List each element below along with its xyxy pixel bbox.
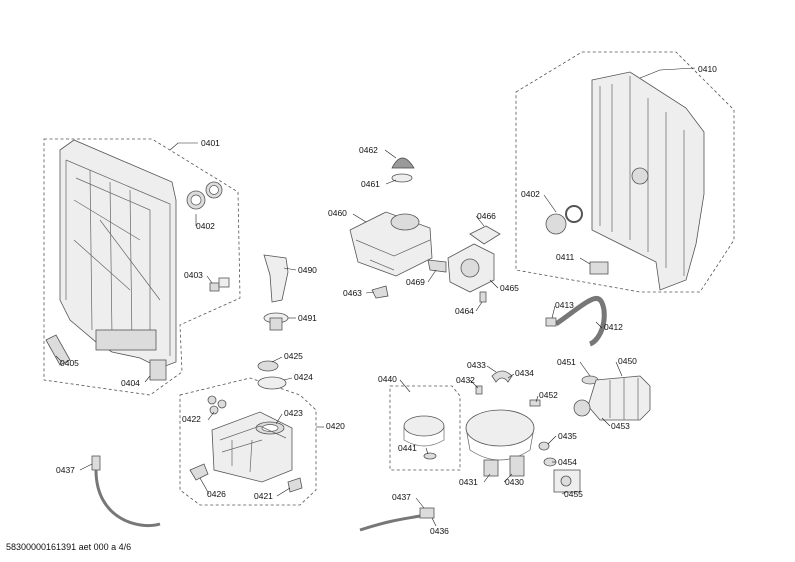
label-0450: 0450 <box>618 356 637 366</box>
gasket-0466 <box>469 225 501 245</box>
label-0441: 0441 <box>398 443 417 453</box>
label-0425: 0425 <box>284 351 303 361</box>
label-0436: 0436 <box>430 526 449 536</box>
label-0410: 0410 <box>698 64 717 74</box>
seal-rings-0402 <box>186 181 223 210</box>
motor-0455 <box>553 469 581 493</box>
label-0421: 0421 <box>254 491 273 501</box>
small-parts-0422 <box>207 395 227 415</box>
label-0434: 0434 <box>515 368 534 378</box>
label-0491: 0491 <box>298 313 317 323</box>
clip-0411 <box>589 261 609 275</box>
label-0433: 0433 <box>467 360 486 370</box>
label-0405: 0405 <box>60 358 79 368</box>
clip-0405 <box>45 334 71 366</box>
clip-0426 <box>189 463 209 481</box>
clip-0463 <box>371 285 389 299</box>
pin-0464 <box>479 291 487 303</box>
label-0462: 0462 <box>359 145 378 155</box>
label-0490: 0490 <box>298 265 317 275</box>
label-0431: 0431 <box>459 477 478 487</box>
label-0453: 0453 <box>611 421 630 431</box>
sump-0430 <box>465 370 535 477</box>
connector-0403 <box>209 277 230 292</box>
label-0437-right: 0437 <box>392 492 411 502</box>
label-0411: 0411 <box>556 252 575 262</box>
heater-0440 <box>403 415 445 460</box>
parts-0435-0454 <box>538 441 557 467</box>
label-0452: 0452 <box>539 390 558 400</box>
small-part-0432 <box>475 385 483 395</box>
label-0466: 0466 <box>477 211 496 221</box>
base-frame-0401 <box>59 139 177 369</box>
label-0464: 0464 <box>455 306 474 316</box>
filter-0402 <box>545 205 583 235</box>
label-0435: 0435 <box>558 431 577 441</box>
valve-0404 <box>149 359 167 381</box>
container-0460 <box>349 211 433 277</box>
label-0401: 0401 <box>201 138 220 148</box>
label-0426: 0426 <box>207 489 226 499</box>
hose-0436 <box>359 507 435 532</box>
label-0469: 0469 <box>406 277 425 287</box>
cap-0425-0424 <box>257 360 287 390</box>
cap-0462-0461 <box>391 157 415 183</box>
label-0460: 0460 <box>328 208 347 218</box>
label-0420: 0420 <box>326 421 345 431</box>
label-0402-right: 0402 <box>521 189 540 199</box>
clip-0421 <box>287 477 303 493</box>
label-0437-left: 0437 <box>56 465 75 475</box>
leader-lines <box>55 67 696 527</box>
label-0432: 0432 <box>456 375 475 385</box>
softener-0420 <box>211 411 293 483</box>
label-0465: 0465 <box>500 283 519 293</box>
hose-0437-left <box>91 455 161 528</box>
panel-0410 <box>591 71 705 291</box>
label-0463: 0463 <box>343 288 362 298</box>
group-0410-outline <box>515 51 735 293</box>
cap-0491 <box>263 312 289 331</box>
hose-0469 <box>427 259 447 273</box>
label-0440: 0440 <box>378 374 397 384</box>
label-0454: 0454 <box>558 457 577 467</box>
group-0401-outline <box>43 138 241 396</box>
pump-0465 <box>447 243 495 293</box>
label-0461: 0461 <box>361 179 380 189</box>
nozzle-0490 <box>263 254 289 303</box>
label-0403: 0403 <box>184 270 203 280</box>
label-0451: 0451 <box>557 357 576 367</box>
group-0440-outline <box>389 385 461 471</box>
label-0412: 0412 <box>604 322 623 332</box>
clip-0452 <box>529 399 541 407</box>
label-0430: 0430 <box>505 477 524 487</box>
label-0413: 0413 <box>555 300 574 310</box>
label-0404: 0404 <box>121 378 140 388</box>
label-0455: 0455 <box>564 489 583 499</box>
pump-0450 <box>573 375 651 421</box>
label-0424: 0424 <box>294 372 313 382</box>
label-0422: 0422 <box>182 414 201 424</box>
hose-0412-0413 <box>545 296 607 347</box>
footer-document-id: 58300000161391 aet 000 a 4/6 <box>6 542 132 552</box>
label-0402-left: 0402 <box>196 221 215 231</box>
label-0423: 0423 <box>284 408 303 418</box>
